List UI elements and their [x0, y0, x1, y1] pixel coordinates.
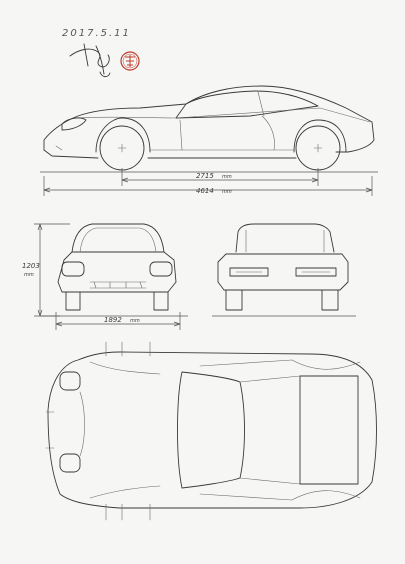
handwritten-signature	[69, 43, 111, 78]
wheelbase-dimension: 2715 mm	[121, 168, 319, 186]
overall-length-unit: mm	[222, 189, 232, 195]
height-unit: mm	[24, 272, 34, 278]
rear-view	[212, 223, 356, 317]
top-view	[45, 341, 377, 521]
front-wheel	[95, 117, 151, 171]
red-seal-stamp	[120, 51, 140, 71]
date-label: 2017.5.11	[62, 28, 131, 39]
side-view	[40, 85, 378, 173]
wheelbase-value: 2715	[196, 172, 214, 180]
width-value: 1892	[104, 316, 122, 324]
height-dimension: 1203 mm	[22, 223, 70, 317]
front-view	[40, 223, 188, 317]
wheelbase-unit: mm	[222, 174, 232, 180]
width-dimension: 1892 mm	[55, 312, 181, 330]
height-value: 1203	[22, 262, 40, 270]
rear-wheel	[293, 119, 347, 171]
overall-length-dimension: 4614 mm	[43, 176, 373, 196]
width-unit: mm	[130, 318, 140, 324]
overall-length-value: 4614	[196, 187, 214, 195]
